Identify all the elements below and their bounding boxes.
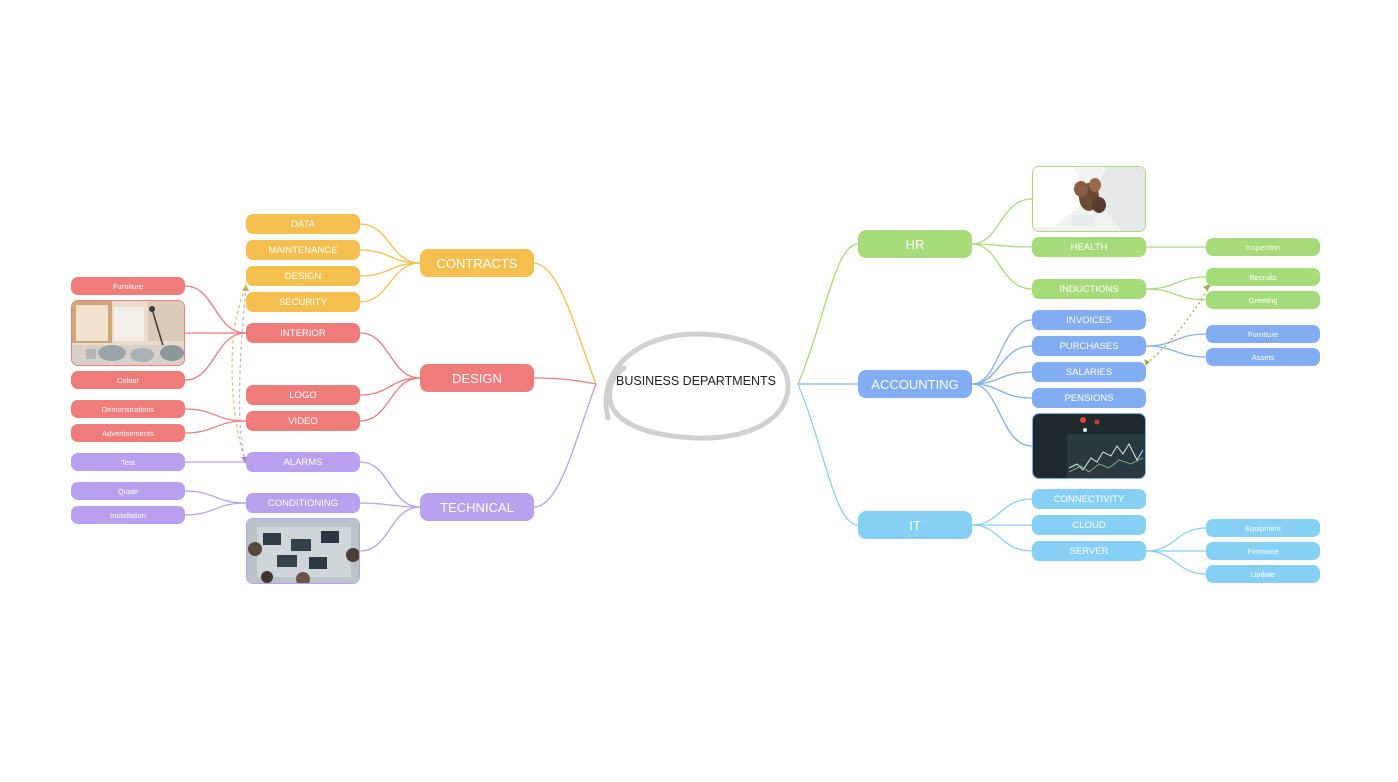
team-desk-image[interactable] <box>246 518 360 584</box>
stock-chart-photo-icon <box>1033 414 1145 478</box>
subtopic-server[interactable]: SERVER <box>1032 541 1146 561</box>
subtopic-alarms[interactable]: ALARMS <box>246 452 360 472</box>
leaf-greeting[interactable]: Greeting <box>1206 291 1320 309</box>
leaf-demonstrations[interactable]: Demonstrations <box>71 400 185 418</box>
stock-chart-image[interactable] <box>1032 413 1146 479</box>
leaf-assets[interactable]: Assets <box>1206 348 1320 366</box>
handshake-photo-icon <box>1033 167 1145 231</box>
subtopic-inductions[interactable]: INDUCTIONS <box>1032 279 1146 299</box>
leaf-furniture-purchase[interactable]: Furniture <box>1206 325 1320 343</box>
subtopic-maintenance[interactable]: MAINTENANCE <box>246 240 360 260</box>
living-room-image[interactable] <box>71 300 185 366</box>
subtopic-health[interactable]: HEALTH <box>1032 237 1146 257</box>
subtopic-purchases[interactable]: PURCHASES <box>1032 336 1146 356</box>
root-outline <box>603 331 791 441</box>
leaf-inspection[interactable]: Inspection <box>1206 238 1320 256</box>
topic-it[interactable]: IT <box>858 511 972 539</box>
leaf-colour[interactable]: Colour <box>71 371 185 389</box>
subtopic-invoices[interactable]: INVOICES <box>1032 310 1146 330</box>
leaf-firmware[interactable]: Firmware <box>1206 542 1320 560</box>
subtopic-data[interactable]: DATA <box>246 214 360 234</box>
topic-design[interactable]: DESIGN <box>420 364 534 392</box>
subtopic-conditioning[interactable]: CONDITIONING <box>246 493 360 513</box>
leaf-equipment[interactable]: Equipment <box>1206 519 1320 537</box>
subtopic-security[interactable]: SECURITY <box>246 292 360 312</box>
subtopic-pensions[interactable]: PENSIONS <box>1032 388 1146 408</box>
living-room-photo-icon <box>72 301 184 365</box>
handshake-image[interactable] <box>1032 166 1146 232</box>
root-topic[interactable]: BUSINESS DEPARTMENTS <box>616 374 776 388</box>
subtopic-cloud[interactable]: CLOUD <box>1032 515 1146 535</box>
subtopic-interior[interactable]: INTERIOR <box>246 323 360 343</box>
team-desk-photo-icon <box>247 519 359 583</box>
leaf-advertisements[interactable]: Advertisements <box>71 424 185 442</box>
leaf-quote[interactable]: Quote <box>71 482 185 500</box>
leaf-installation[interactable]: Installation <box>71 506 185 524</box>
subtopic-logo[interactable]: LOGO <box>246 385 360 405</box>
leaf-test[interactable]: Test <box>71 453 185 471</box>
topic-contracts[interactable]: CONTRACTS <box>420 249 534 277</box>
subtopic-connectivity[interactable]: CONNECTIVITY <box>1032 489 1146 509</box>
subtopic-video[interactable]: VIDEO <box>246 411 360 431</box>
topic-accounting[interactable]: ACCOUNTING <box>858 370 972 398</box>
leaf-furniture[interactable]: Furniture <box>71 277 185 295</box>
leaf-recruits[interactable]: Recruits <box>1206 268 1320 286</box>
subtopic-salaries[interactable]: SALARIES <box>1032 362 1146 382</box>
topic-hr[interactable]: HR <box>858 230 972 258</box>
leaf-update[interactable]: Update <box>1206 565 1320 583</box>
subtopic-design[interactable]: DESIGN <box>246 266 360 286</box>
topic-technical[interactable]: TECHNICAL <box>420 493 534 521</box>
